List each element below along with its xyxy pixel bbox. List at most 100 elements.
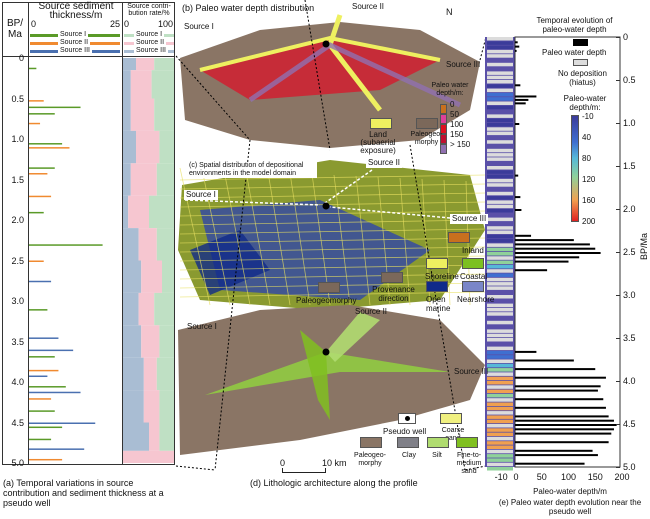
lithology-label: Paleogeo-morphy — [354, 452, 386, 467]
depth-strip-cell — [487, 449, 513, 454]
thickness-bar — [29, 143, 63, 145]
age-tick: 2.0 — [11, 215, 24, 225]
contrib-segment — [123, 260, 142, 293]
age-tick: 0 — [18, 53, 24, 63]
paleo-depth-swatch — [573, 39, 588, 46]
source-label: Source II — [366, 158, 403, 168]
thickness-title: Source sediment thickness/m — [38, 1, 114, 21]
depth-strip-cell — [487, 140, 513, 144]
contrib-segment — [123, 163, 131, 196]
provenance-arrow — [184, 199, 321, 206]
source-legend-label: Source II — [58, 39, 91, 47]
thickness-bar — [29, 260, 44, 262]
age-tick-e: 1.5 — [623, 161, 636, 171]
depth-strip-cell — [487, 282, 513, 286]
grid-line — [179, 201, 486, 208]
depth-bar — [515, 350, 537, 353]
x-axis-label-e: Paleo-water depth/m — [533, 487, 607, 496]
x-tick-e: 150 — [587, 472, 603, 482]
lithology-band-d — [300, 330, 330, 420]
depth-bar — [515, 123, 520, 125]
age-tick-mark — [616, 338, 620, 339]
depth-bar — [515, 196, 521, 199]
depth-strip-cell — [487, 424, 513, 428]
thickness-bar — [29, 391, 81, 394]
depth-strip-cell — [487, 118, 513, 123]
depth-strip-cell — [487, 411, 513, 415]
thickness-bar — [29, 100, 44, 102]
depth-strip-cell — [487, 58, 513, 62]
thickness-bar — [29, 244, 103, 246]
grid-line — [179, 237, 486, 244]
depth-bar — [515, 234, 532, 237]
depth-legend-title: Paleo water depth/m: — [431, 82, 469, 97]
grid-line — [179, 174, 486, 181]
lithology-band-d — [326, 312, 380, 362]
contrib-segment — [154, 58, 175, 71]
source-label: Source I — [184, 22, 214, 31]
colorscale-title: Paleo-water depth/m: — [563, 94, 607, 112]
depth-strip-cell — [487, 166, 513, 170]
depth-strip-cell — [487, 256, 513, 260]
depth-strip-cell — [487, 49, 513, 54]
depth-strip-cell — [487, 213, 513, 217]
depth-strip-cell — [487, 368, 513, 372]
source-label: Source I — [187, 322, 217, 331]
depth-strip-cell — [487, 84, 513, 88]
contrib-segment — [159, 390, 175, 423]
grid-line — [179, 228, 486, 235]
depth-strip-cell — [487, 239, 513, 243]
paleogeomorphy-swatch — [416, 118, 438, 129]
depth-strip-cell — [487, 252, 513, 256]
depth-strip-cell — [487, 320, 513, 325]
depth-strip-cell — [487, 419, 513, 424]
contrib-segment — [159, 130, 175, 164]
depth-strip-cell — [487, 325, 513, 329]
contrib-segment — [141, 325, 160, 358]
depth-bar — [515, 432, 612, 435]
contrib-legend-label: Source I — [134, 31, 165, 39]
depth-bar — [515, 95, 537, 98]
depth-color-swatch — [440, 124, 447, 134]
hiatus-legend: No deposition (hiatus) — [558, 69, 607, 87]
pseudo-well-swatch — [398, 413, 416, 424]
depth-strip-cell — [487, 264, 513, 269]
source-label: Source III — [450, 214, 489, 224]
lithology-label: Clay — [401, 452, 416, 459]
scale-10km: 10 km — [322, 458, 347, 468]
depth-color-swatch — [440, 114, 447, 124]
depth-strip-cell — [487, 80, 513, 84]
contrib-segment — [138, 228, 157, 261]
grid-line — [179, 183, 486, 190]
contrib-segment — [123, 422, 149, 451]
depth-bar — [515, 368, 596, 371]
contrib-segment — [123, 195, 129, 229]
depth-strip-cell — [487, 277, 513, 282]
contrib-segment — [123, 70, 131, 99]
depth-strip-cell — [487, 355, 513, 359]
grid-line — [399, 177, 411, 306]
depth-bar — [515, 256, 580, 259]
depth-strip-cell — [487, 101, 513, 105]
environment-label: Nearshore — [457, 295, 495, 304]
depth-strip-cell — [487, 110, 513, 114]
depth-strip-cell — [487, 92, 513, 97]
depth-strip-cell — [487, 37, 513, 41]
depth-bar — [515, 424, 617, 426]
contrib-segment — [143, 357, 157, 391]
connector-line — [304, 0, 331, 151]
caption-d: (d) Lithologic architecture along the pr… — [250, 478, 418, 488]
contrib-segment — [138, 292, 155, 326]
contrib-segment — [123, 98, 131, 131]
depth-bar — [515, 41, 518, 44]
depth-strip-cell — [487, 338, 513, 342]
depth-bar — [515, 406, 606, 409]
environment-label: Inland — [462, 246, 484, 255]
age-tick-mark — [616, 381, 620, 382]
age-tick-e: 4.0 — [623, 376, 636, 386]
thickness-bar — [29, 369, 59, 372]
depth-bar — [515, 209, 522, 211]
depth-strip-cell — [487, 209, 513, 213]
contrib-segment — [130, 163, 157, 196]
thickness-bar — [29, 375, 48, 378]
